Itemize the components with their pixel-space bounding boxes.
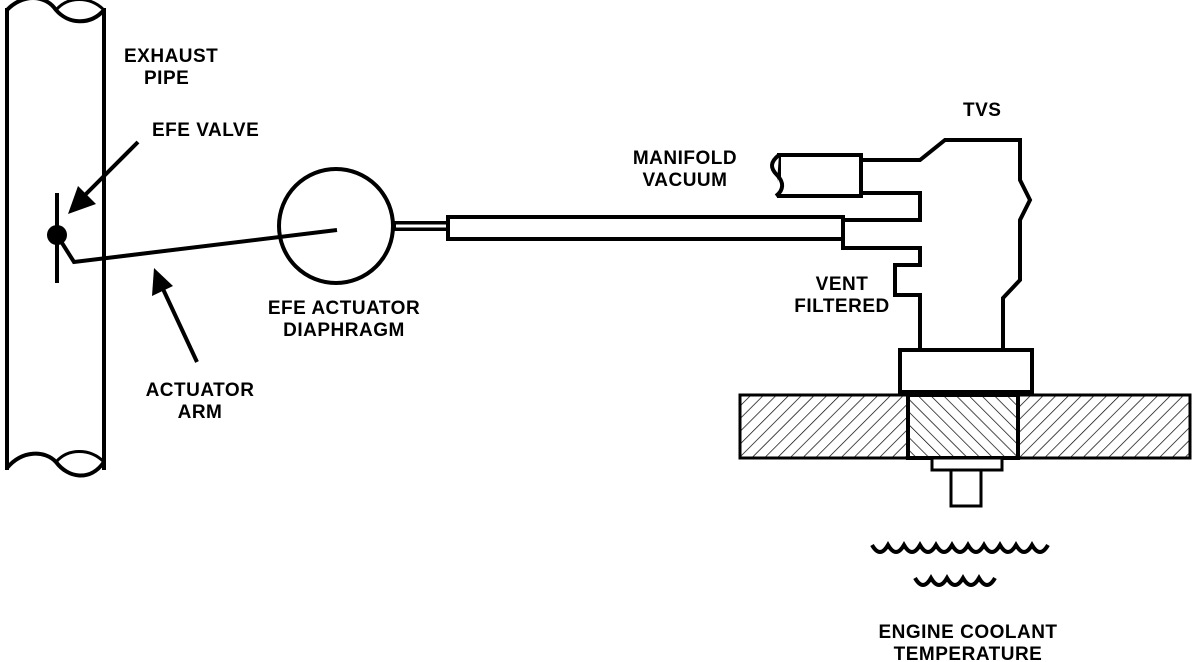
manifold-vacuum-label: MANIFOLD VACUUM <box>626 148 744 192</box>
efe-actuator-diaphragm-label-line-2: DIAPHRAGM <box>283 320 405 341</box>
vent-filtered-label: VENT FILTERED <box>792 274 892 318</box>
actuator-arm-arrow <box>152 268 199 363</box>
engine-coolant-temperature-label-line-2: TEMPERATURE <box>893 644 1043 662</box>
engine-coolant-temperature-label-line-1: ENGINE COOLANT <box>878 622 1058 643</box>
exhaust-pipe-label: EXHAUST PIPE <box>124 46 218 90</box>
efe-actuator-diaphragm-label: EFE ACTUATOR DIAPHRAGM <box>252 298 436 342</box>
actuator-arm-label: ACTUATOR ARM <box>138 380 262 424</box>
exhaust-pipe-label-line-2: PIPE <box>144 68 190 89</box>
efe-valve-arrow <box>68 140 140 214</box>
heat-waves <box>870 540 1050 587</box>
efe-actuator-diaphragm-label-line-1: EFE ACTUATOR <box>267 298 421 319</box>
exhaust-pipe <box>5 0 106 478</box>
tvs-body <box>841 138 1034 394</box>
vacuum-hose <box>446 215 845 241</box>
manifold-vacuum-label-line-2: VACUUM <box>642 170 728 191</box>
actuator-arm-label-line-2: ARM <box>177 402 223 423</box>
exhaust-pipe-label-line-1: EXHAUST <box>124 46 219 67</box>
manifold-vacuum-label-line-1: MANIFOLD <box>632 148 738 169</box>
vent-filtered-label-line-1: VENT <box>815 274 869 295</box>
actuator-arm-label-line-1: ACTUATOR <box>145 380 255 401</box>
engine-block <box>738 393 1192 508</box>
tvs-label: TVS <box>963 100 1002 121</box>
efe-actuator-diaphragm <box>277 167 448 285</box>
efe-valve-label: EFE VALVE <box>152 120 260 141</box>
manifold-vacuum-hose <box>770 153 863 198</box>
efe-valve <box>47 193 338 283</box>
vent-filtered-label-line-2: FILTERED <box>794 296 890 317</box>
engine-coolant-temperature-label: ENGINE COOLANT TEMPERATURE <box>860 622 1076 662</box>
